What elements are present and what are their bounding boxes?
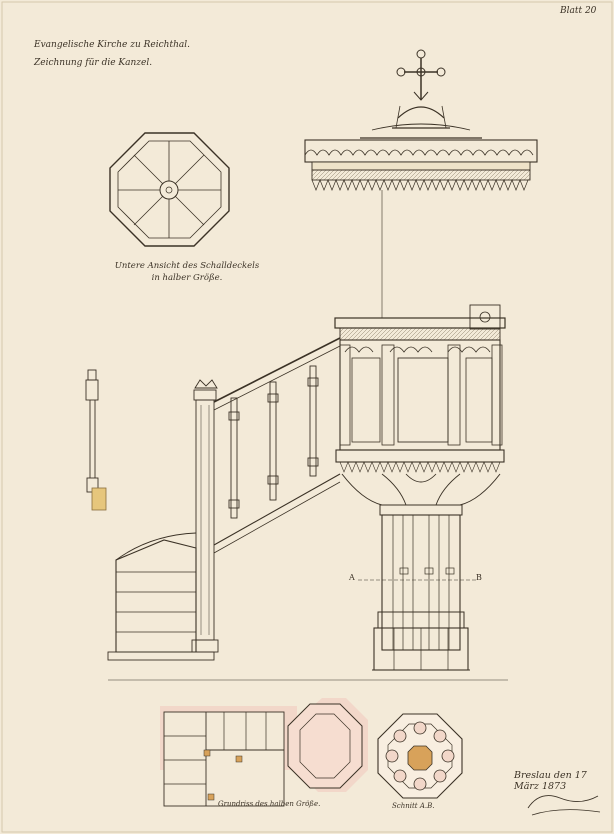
caption-section: Schnitt A.B. [392,802,435,810]
caption-canopy-underside-line-2: in halber Größe. [151,273,223,283]
title-line-2: Zeichnung für die Kanzel. [34,58,153,68]
pulpit-elevation [334,304,506,671]
stair-and-pulpit-plan [160,698,368,807]
section-ab-plan [377,713,463,799]
title-line-1: Evangelische Kirche zu Reichthal. [34,40,190,50]
caption-plan: Grundriss des halben Größe. [218,800,321,808]
signature-flourish [527,795,601,816]
section-mark-a: A [349,573,355,582]
cross-finial [396,49,446,101]
sounding-board-canopy [304,49,538,318]
caption-canopy-underside: Untere Ansicht des Schalldeckels in halb… [112,260,262,284]
section-mark-b: B [476,573,482,582]
caption-canopy-underside-line-1: Untere Ansicht des Schalldeckels [114,261,260,271]
sheet-number: Blatt 20 [560,6,597,16]
pulpit-staircase [107,337,341,661]
newel-post-detail [85,369,107,511]
place-date: Breslau den 17 März 1873 [514,770,587,792]
canopy-underside-octagon [109,132,230,247]
